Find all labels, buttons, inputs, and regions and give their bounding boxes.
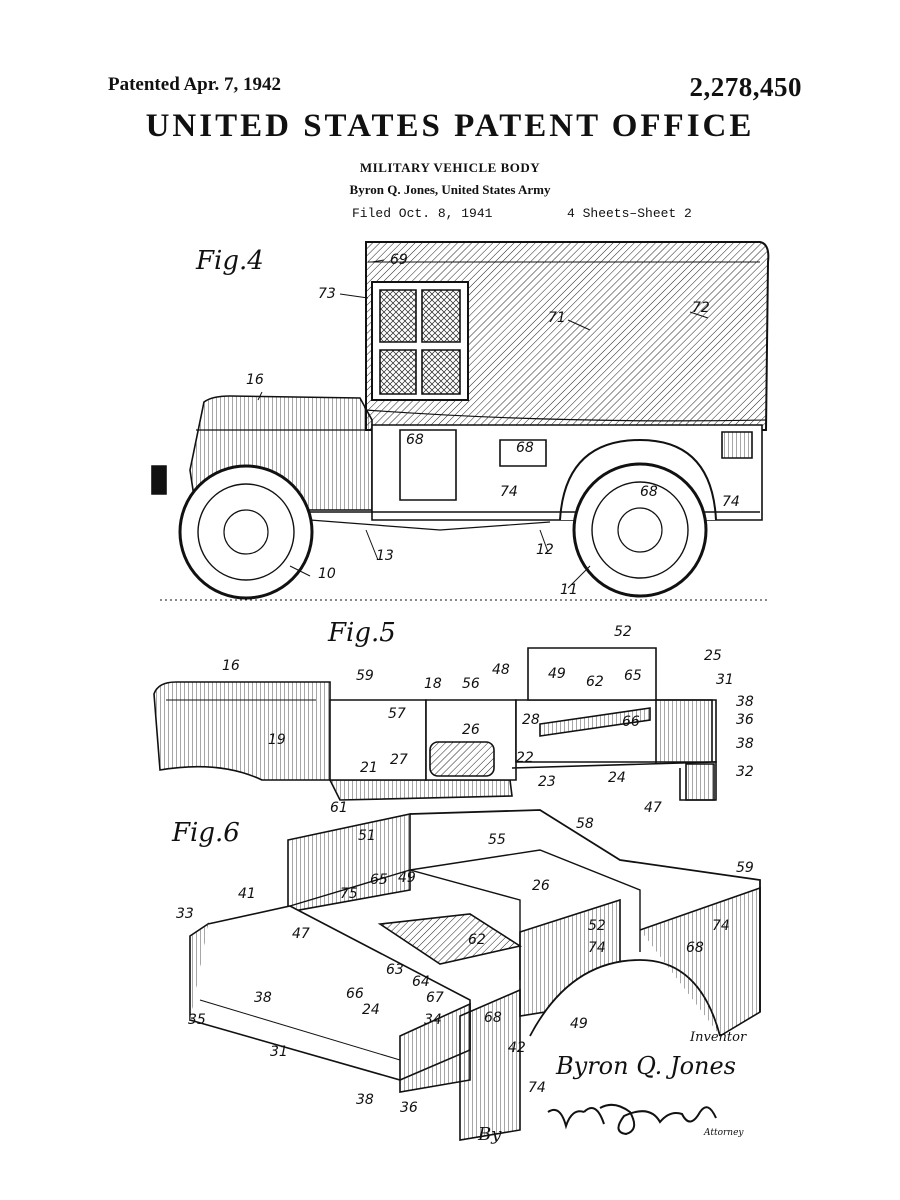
patent-number: 2,278,450 — [689, 72, 802, 102]
ref-numeral: 65 — [370, 872, 388, 888]
ref-numeral: 23 — [538, 774, 556, 790]
ref-numeral: 38 — [736, 694, 754, 710]
ref-numeral: 58 — [576, 816, 594, 832]
cowl — [154, 682, 330, 780]
tank — [430, 742, 494, 776]
ref-numeral: 61 — [330, 800, 348, 816]
front-wheel — [180, 466, 312, 598]
ref-numeral: 74 — [528, 1080, 546, 1096]
office-heading: UNITED STATES PATENT OFFICE — [145, 108, 755, 144]
ref-numeral: 66 — [346, 986, 364, 1002]
ref-numeral: 57 — [388, 706, 406, 722]
ref-numeral: 55 — [488, 832, 506, 848]
ref-numeral: 68 — [516, 440, 534, 456]
ref-numeral: 65 — [624, 668, 642, 684]
ref-numeral: 16 — [222, 658, 240, 674]
rear-wheel — [574, 464, 706, 596]
inventor-line: Byron Q. Jones, United States Army — [349, 182, 551, 197]
patent-date: Patented Apr. 7, 1942 — [108, 74, 281, 95]
sheet-info: 4 Sheets–Sheet 2 — [567, 206, 692, 221]
ref-numeral: 47 — [644, 800, 662, 816]
ref-numeral: 11 — [560, 582, 578, 598]
ref-numeral: 16 — [246, 372, 264, 388]
ref-numeral: 19 — [268, 732, 286, 748]
seat-back-52 — [528, 648, 656, 700]
ref-numeral: 27 — [390, 752, 408, 768]
ref-numeral: 22 — [516, 750, 534, 766]
ref-numeral: 34 — [424, 1012, 442, 1028]
ref-numeral: 52 — [588, 918, 606, 934]
patent-title: MILITARY VEHICLE BODY — [359, 160, 541, 175]
figure-6-label: Fig.6 — [172, 818, 240, 848]
ref-numeral: 48 — [492, 662, 510, 678]
floor — [330, 780, 512, 800]
ref-numeral: 51 — [358, 828, 376, 844]
filed-date: Filed Oct. 8, 1941 — [352, 206, 493, 221]
ref-numeral: 49 — [548, 666, 566, 682]
inventor-label: Inventor — [690, 1030, 747, 1045]
ref-numeral: 71 — [548, 310, 566, 326]
ref-numeral: 74 — [722, 494, 740, 510]
ref-numeral: 63 — [386, 962, 404, 978]
figure-4-side-view — [152, 242, 770, 600]
ref-numeral: 18 — [424, 676, 442, 692]
figure-4-label: Fig.4 — [196, 246, 264, 276]
inventor-signature: Byron Q. Jones — [556, 1052, 736, 1080]
figure-5-label: Fig.5 — [328, 618, 396, 648]
by-label: By — [478, 1124, 502, 1145]
ref-numeral: 28 — [522, 712, 540, 728]
ref-numeral: 64 — [412, 974, 430, 990]
ref-numeral: 42 — [508, 1040, 526, 1056]
ref-numeral: 73 — [318, 286, 336, 302]
ref-numeral: 68 — [484, 1010, 502, 1026]
ref-numeral: 59 — [356, 668, 374, 684]
ref-numeral: 52 — [614, 624, 632, 640]
ref-numeral: 25 — [704, 648, 722, 664]
ref-numeral: 12 — [536, 542, 554, 558]
ref-numeral: 31 — [716, 672, 734, 688]
ref-numeral: 66 — [622, 714, 640, 730]
ref-numeral: 26 — [532, 878, 550, 894]
ref-numeral: 31 — [270, 1044, 288, 1060]
figure-5-section — [154, 648, 716, 800]
ref-numeral: 33 — [176, 906, 194, 922]
ref-numeral: 47 — [292, 926, 310, 942]
ref-numeral: 35 — [188, 1012, 206, 1028]
ref-numeral: 36 — [400, 1100, 418, 1116]
ref-numeral: 41 — [238, 886, 256, 902]
leader-lines — [258, 260, 708, 588]
ref-numeral: 38 — [254, 990, 272, 1006]
ref-numeral: 68 — [686, 940, 704, 956]
ref-numeral: 49 — [570, 1016, 588, 1032]
ref-numeral: 74 — [588, 940, 606, 956]
ref-numeral: 68 — [640, 484, 658, 500]
ref-numeral: 26 — [462, 722, 480, 738]
ref-numeral: 38 — [356, 1092, 374, 1108]
ref-numeral: 21 — [360, 760, 378, 776]
ref-numeral: 24 — [362, 1002, 380, 1018]
ref-numeral: 32 — [736, 764, 754, 780]
figure-6-perspective — [190, 810, 760, 1140]
ref-numeral: 36 — [736, 712, 754, 728]
ref-numeral: 75 — [340, 886, 358, 902]
ref-numeral: 62 — [586, 674, 604, 690]
ref-numeral: 49 — [398, 870, 416, 886]
ref-numeral: 62 — [468, 932, 486, 948]
ref-numeral: 72 — [692, 300, 710, 316]
ref-numeral: 74 — [712, 918, 730, 934]
ref-numeral: 74 — [500, 484, 518, 500]
ref-numeral: 67 — [426, 990, 444, 1006]
ref-numeral: 56 — [462, 676, 480, 692]
ref-numeral: 69 — [390, 252, 408, 268]
ref-numeral: 59 — [736, 860, 754, 876]
ref-numeral: 24 — [608, 770, 626, 786]
ref-numeral: 38 — [736, 736, 754, 752]
attorney-label: Attorney — [704, 1128, 744, 1138]
ref-numeral: 68 — [406, 432, 424, 448]
ref-numeral: 13 — [376, 548, 394, 564]
ref-numeral: 10 — [318, 566, 336, 582]
